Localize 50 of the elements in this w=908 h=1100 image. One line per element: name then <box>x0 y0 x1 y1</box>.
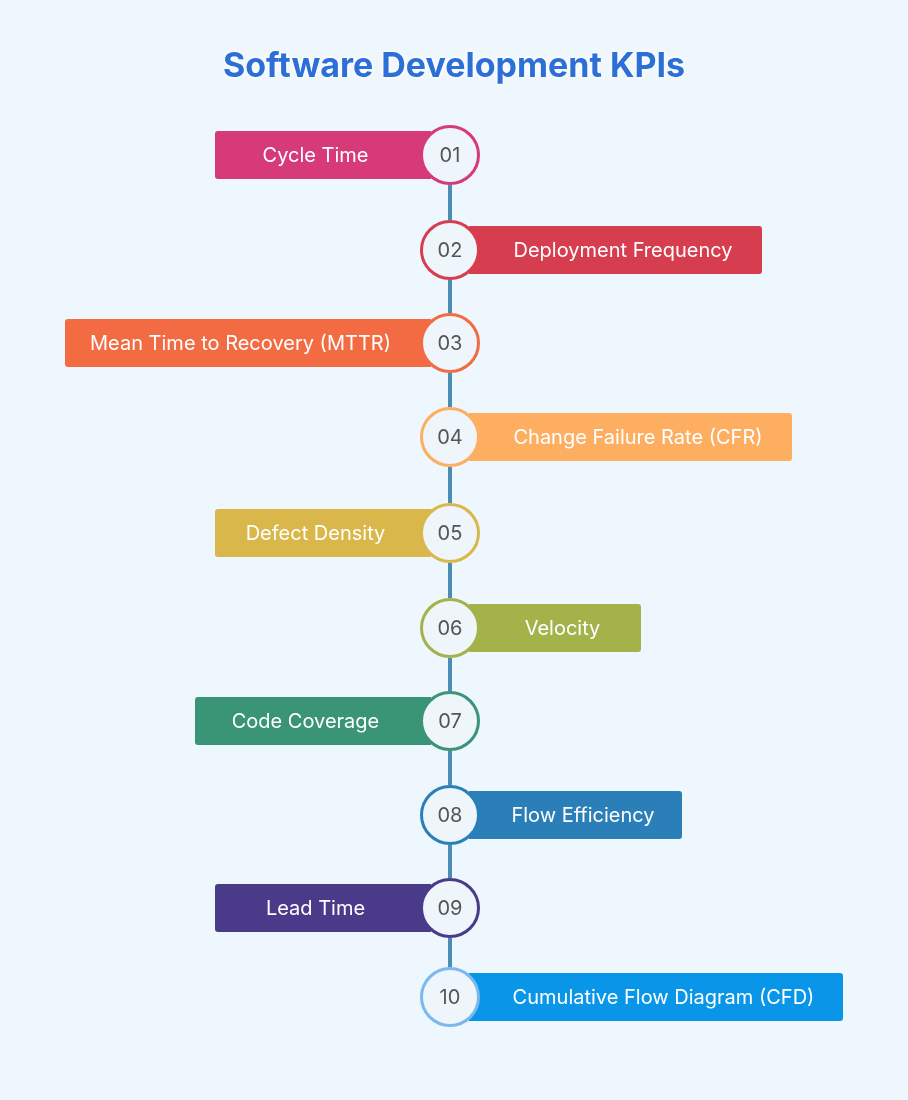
number-circle <box>420 313 480 373</box>
kpi-label: Velocity <box>524 616 601 640</box>
label-bar <box>65 319 431 367</box>
kpi-label: Cumulative Flow Diagram (CFD) <box>512 985 815 1009</box>
connector-line <box>448 373 452 407</box>
step-number: 01 <box>439 143 461 167</box>
step-number: 02 <box>437 238 463 262</box>
label-bar <box>469 791 682 839</box>
number-circle <box>420 125 480 185</box>
kpi-label: Flow Efficiency <box>511 803 655 827</box>
step-number: 08 <box>437 803 463 827</box>
connector-line <box>448 658 452 691</box>
step-number: 05 <box>437 521 463 545</box>
connector-line <box>448 185 452 220</box>
connector-line <box>448 467 452 503</box>
number-circle <box>420 503 480 563</box>
label-bar <box>215 884 431 932</box>
label-bar <box>195 697 431 745</box>
label-bar <box>469 604 641 652</box>
connector-line <box>448 563 452 598</box>
label-bar <box>469 413 792 461</box>
label-bar <box>215 131 431 179</box>
connector-line <box>448 938 452 967</box>
kpi-label: Defect Density <box>245 521 386 545</box>
connector-line <box>448 280 452 313</box>
label-bar <box>469 973 843 1021</box>
connector-line <box>448 845 452 878</box>
step-number: 06 <box>437 616 463 640</box>
step-number: 07 <box>438 709 462 733</box>
number-circle <box>420 691 480 751</box>
number-circle <box>420 220 480 280</box>
kpi-label: Cycle Time <box>262 143 369 167</box>
connector-line <box>448 751 452 785</box>
kpi-label: Lead Time <box>265 896 366 920</box>
kpi-label: Mean Time to Recovery (MTTR) <box>90 331 391 355</box>
step-number: 09 <box>437 896 463 920</box>
number-circle <box>420 785 480 845</box>
number-circle <box>420 878 480 938</box>
title: Software Development KPIs <box>221 44 687 85</box>
kpi-label: Code Coverage <box>231 709 380 733</box>
number-circle <box>420 407 480 467</box>
number-circle <box>420 967 480 1027</box>
label-bar <box>215 509 431 557</box>
kpi-label: Change Failure Rate (CFR) <box>513 425 763 449</box>
number-circle <box>420 598 480 658</box>
step-number: 04 <box>437 425 463 449</box>
step-number: 03 <box>437 331 463 355</box>
step-number: 10 <box>439 985 461 1009</box>
label-bar <box>469 226 762 274</box>
kpi-label: Deployment Frequency <box>513 238 733 262</box>
